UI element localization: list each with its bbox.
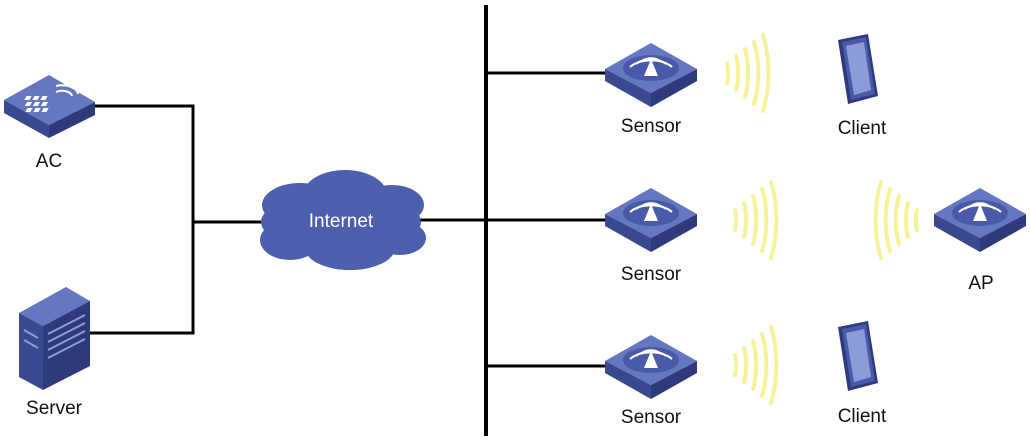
ap-label: AP xyxy=(968,273,993,294)
sensor-2: Sensor xyxy=(604,187,698,285)
sensor-3-label: Sensor xyxy=(621,407,682,428)
client-2-label: Client xyxy=(838,406,887,427)
ac-device: AC xyxy=(4,75,95,172)
sensor-1: Sensor xyxy=(604,42,698,137)
signal-waves-icon xyxy=(733,180,779,260)
sensor-icon xyxy=(604,187,698,253)
sensor-2-label: Sensor xyxy=(621,264,682,285)
ac-label: AC xyxy=(36,151,62,172)
ap-icon xyxy=(933,187,1027,253)
server-icon xyxy=(19,287,90,390)
client-2: Client xyxy=(838,321,887,427)
client-1-label: Client xyxy=(838,118,887,139)
sensor-icon xyxy=(604,42,698,108)
signal-waves-icon xyxy=(873,180,919,260)
server-device: Server xyxy=(19,287,90,419)
internet-cloud: Internet xyxy=(260,170,426,270)
tablet-icon xyxy=(838,321,878,391)
wiring xyxy=(87,5,608,436)
internet-label: Internet xyxy=(309,211,374,232)
server-label: Server xyxy=(26,398,83,419)
sensor-3: Sensor xyxy=(604,334,698,428)
signal-waves-icon xyxy=(725,33,771,113)
cloud-icon xyxy=(260,170,426,270)
sensor-1-label: Sensor xyxy=(621,116,682,137)
sensor-icon xyxy=(604,334,698,400)
client-1: Client xyxy=(838,34,887,139)
ac-server-link xyxy=(87,104,195,335)
ac-icon xyxy=(4,75,95,138)
tablet-icon xyxy=(838,34,878,104)
signal-waves-icon xyxy=(733,325,779,405)
ap-device: AP xyxy=(933,187,1027,294)
